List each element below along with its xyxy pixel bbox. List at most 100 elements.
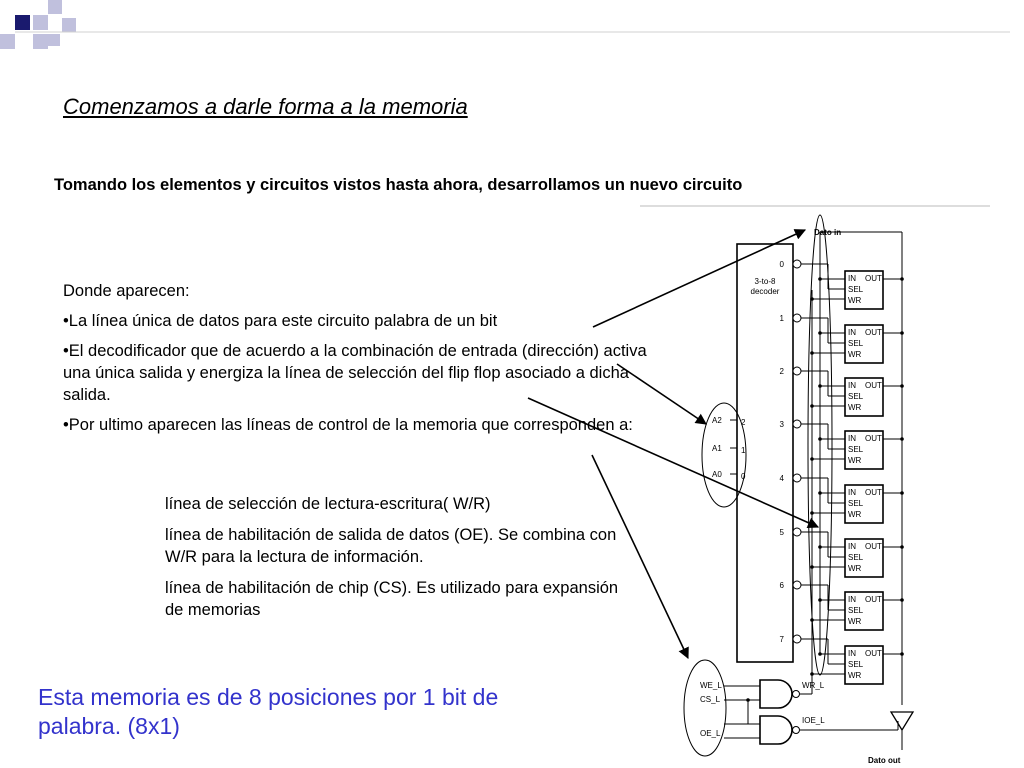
summary-text: Esta memoria es de 8 posiciones por 1 bi… [38,684,499,739]
arrow-control-lines [591,454,689,660]
memory-cell [844,324,884,364]
cell-wr-label: WR [848,350,862,359]
decoder-output-label: 7 [780,635,785,644]
bullet-item: •Por ultimo aparecen las líneas de contr… [63,416,633,434]
memory-cell [844,484,884,524]
memory-cell [844,538,884,578]
decoder-box [736,243,794,663]
cell-out-label: OUT [865,649,882,658]
memory-cell [844,430,884,470]
control-ellipse [683,659,727,757]
address-ellipse [701,402,747,508]
inversion-bubble [792,527,802,537]
data-in-label: Dato in [814,228,841,237]
bullet-heading: Donde aparecen: [63,282,190,300]
cell-wr-label: WR [848,617,862,626]
cell-wr-label: WR [848,456,862,465]
arrow-select-line [527,397,820,529]
cell-out-label: OUT [865,434,882,443]
address-pin-label: 2 [741,418,746,427]
memory-cell [844,591,884,631]
sub-item-oe: línea de habilitación de salida de datos… [165,526,617,566]
cell-sel-label: SEL [848,606,864,615]
inversion-bubble [792,473,802,483]
address-pin-label: 0 [741,472,746,481]
address-input-label: A1 [712,444,722,453]
decoder-output-label: 5 [780,528,785,537]
nand-gate-wr [759,679,793,709]
data-bus-ellipse [807,214,833,676]
cell-sel-label: SEL [848,339,864,348]
cell-in-label: IN [848,649,856,658]
decoder-label: 3-to-8 [755,277,776,286]
decoder-output-label: 1 [780,314,785,323]
cell-in-label: IN [848,595,856,604]
junction-dot [746,698,750,702]
inversion-bubble [792,366,802,376]
cell-out-label: OUT [865,488,882,497]
arrow-data-line [592,229,807,328]
sub-item-cs: línea de habilitación de chip (CS). Es u… [165,579,619,619]
cell-sel-label: SEL [848,660,864,669]
gate-output-label: IOE_L [802,716,825,725]
address-input-label: A2 [712,416,722,425]
gate-output-label: WR_L [802,681,825,690]
cell-wr-label: WR [848,296,862,305]
inversion-bubble [792,580,802,590]
decoder-output-label: 2 [780,367,785,376]
deco-square [48,0,62,14]
cell-out-label: OUT [865,274,882,283]
decoder-output-label: 3 [780,420,785,429]
cell-in-label: IN [848,488,856,497]
cell-out-label: OUT [865,328,882,337]
control-input-label: WE_L [700,681,722,690]
slide-title: Comenzamos a darle forma a la memoria [63,94,468,119]
data-out-label: Dato out [868,756,901,765]
nand-gate-oe [759,715,793,745]
deco-square [33,34,48,49]
deco-square [33,15,48,30]
address-pin-label: 1 [741,446,746,455]
address-input-label: A0 [712,470,722,479]
bullet-item: •La línea única de datos para este circu… [63,312,498,330]
cell-sel-label: SEL [848,499,864,508]
inversion-bubble [792,313,802,323]
memory-cell [844,645,884,685]
output-buffer [889,711,915,732]
cell-in-label: IN [848,542,856,551]
cell-in-label: IN [848,328,856,337]
decoder-output-label: 0 [780,260,785,269]
cell-wr-label: WR [848,403,862,412]
inversion-bubble [792,634,802,644]
cell-sel-label: SEL [848,445,864,454]
memory-cell [844,270,884,310]
decoder-output-label: 6 [780,581,785,590]
cell-in-label: IN [848,381,856,390]
intro-text: Tomando los elementos y circuitos vistos… [54,176,743,194]
control-lines-list: línea de selección de lectura-escritura(… [165,493,635,630]
cell-out-label: OUT [865,595,882,604]
inversion-bubble [792,419,802,429]
cell-out-label: OUT [865,542,882,551]
gate-bubble [792,726,800,734]
cell-in-label: IN [848,274,856,283]
deco-square [15,15,30,30]
cell-wr-label: WR [848,671,862,680]
cell-sel-label: SEL [848,553,864,562]
bullet-list: Donde aparecen: •La línea única de datos… [63,280,653,444]
inversion-bubble [792,259,802,269]
cell-sel-label: SEL [848,392,864,401]
deco-square [48,34,60,46]
bullet-item: •El decodificador que de acuerdo a la co… [63,342,647,404]
cell-wr-label: WR [848,564,862,573]
sub-item-wr: línea de selección de lectura-escritura(… [165,495,491,513]
decoder-label: decoder [751,287,780,296]
cell-sel-label: SEL [848,285,864,294]
deco-square [0,34,15,49]
cell-out-label: OUT [865,381,882,390]
control-input-label: CS_L [700,695,721,704]
arrow-decoder [616,363,707,425]
gate-bubble [792,690,800,698]
